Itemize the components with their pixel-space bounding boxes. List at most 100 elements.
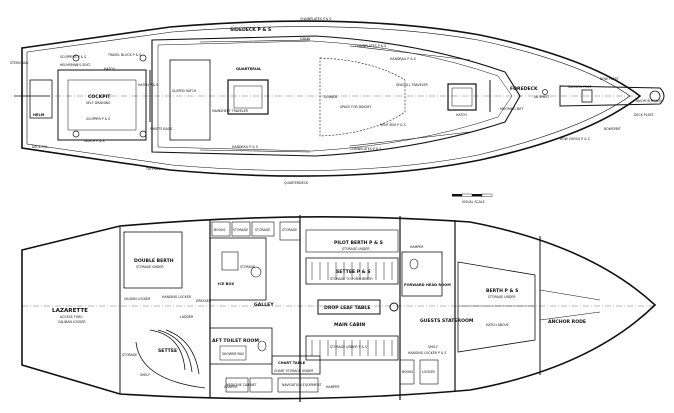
handrail-line	[199, 39, 311, 43]
label-chart-storage-under: CHART STORAGE UNDER	[274, 369, 314, 373]
label-deck-plate: DECK PLATE	[634, 113, 653, 117]
label-cabin: CABIN	[300, 37, 311, 41]
double-berth	[123, 231, 183, 289]
storage-box	[249, 377, 273, 393]
anchor-roller-icon	[649, 90, 661, 102]
label-mainsheet-traveler: MAINSHEET TRAVELER	[212, 109, 249, 113]
handrail-line	[349, 131, 471, 147]
bowsprit-outline	[559, 85, 665, 107]
sink-icon	[250, 266, 262, 278]
label-lazarette-sub2: CALIBAN LOCKER	[58, 320, 86, 324]
label-shelf: SHELF	[140, 373, 150, 377]
label-double-berth: DOUBLE BERTH	[134, 258, 174, 264]
label-bow-chock: BOW CHOCK P & S	[560, 137, 590, 141]
cockpit-inner	[67, 79, 137, 131]
label-helm: HELM	[33, 113, 45, 117]
label-helmsmans-seat: HELMSMAN'S SEAT	[60, 63, 90, 67]
handrail-line	[349, 45, 471, 61]
label-lazarette-sub: ACCESS THRU	[60, 315, 83, 319]
label-storage-under-c: STORAGE UNDER	[488, 295, 516, 299]
label-jib-sheet: JIB SHEET	[533, 95, 550, 99]
label-foredeck: FOREDECK	[510, 86, 538, 92]
label-hanging-locker: HANGING LOCKER	[162, 295, 192, 299]
label-drop-leaf-table: DROP LEAF TABLE	[324, 305, 370, 311]
winch-icon	[139, 130, 147, 138]
galley-counter	[209, 237, 267, 301]
label-dorade: DORADE	[324, 95, 338, 99]
cabin-house-outline	[151, 35, 521, 157]
pilot-berth	[305, 229, 399, 253]
sloped-hatch	[169, 59, 211, 141]
storage-box	[277, 377, 319, 393]
label-deck-fill: DECK FILL	[32, 145, 48, 149]
forward-head-room	[401, 251, 443, 297]
label-ladder: LADDER	[180, 315, 194, 319]
aft-toilet-room	[209, 327, 273, 365]
storage-box	[399, 359, 415, 385]
winch-icon	[72, 130, 80, 138]
label-storage-d: STORAGE	[122, 353, 137, 357]
deck-fill-icon	[542, 89, 548, 95]
helm-station	[29, 79, 53, 119]
label-settee: SETTEE	[158, 348, 177, 354]
label-books: BOOKS	[214, 228, 225, 232]
vberth	[457, 261, 536, 353]
label-medicine-cabinet: MEDICINE CABINET	[226, 383, 257, 387]
drop-leaf-table	[317, 299, 381, 315]
main-hatch-inner	[233, 85, 263, 109]
label-hatch-b: HATCH	[104, 67, 115, 71]
label-sidedeck: SIDEDECK P & S	[230, 27, 271, 33]
label-storage-c: STORAGE	[282, 228, 297, 232]
label-storage-to-form-berth: STORAGE TO FORM BERTH	[330, 277, 373, 281]
mast-icon	[389, 302, 399, 312]
label-lazarette: LAZARETTE	[52, 308, 88, 314]
label-chainplates-top-b: CHAINPLATES P & S	[355, 44, 386, 48]
chart-table	[271, 355, 321, 375]
label-samson-post: SAMSON POST	[568, 85, 591, 89]
label-ice-box: ICE BOX	[218, 282, 234, 286]
label-cockpit: COCKPIT	[88, 94, 111, 100]
label-chart-table: CHART TABLE	[278, 361, 306, 365]
label-bow-plate: BOW PLATE	[600, 77, 618, 81]
winch-icon	[72, 54, 80, 62]
toilet-icon	[257, 340, 267, 352]
cockpit-well	[57, 69, 147, 141]
label-mooring-bitt: MOORING BITT	[500, 107, 524, 111]
label-seagull-traveler: SEAGULL TRAVELER	[396, 83, 429, 87]
forward-toilet-icon	[409, 258, 419, 270]
label-winch-ps: WINCH P & S	[84, 139, 105, 143]
companion-ladder	[149, 329, 200, 375]
label-dresser: DRESSER	[196, 299, 212, 303]
accommodation-plan: LAZARETTE ACCESS THRU CALIBAN LOCKER OIL…	[21, 215, 657, 402]
cabin-house-inner	[157, 40, 513, 152]
label-chainplates-bottom: CHAINPLATES P & S	[350, 147, 381, 151]
forward-hatch-inner	[451, 87, 473, 107]
label-storage-e: STORAGE	[240, 265, 255, 269]
settee-port	[305, 335, 399, 361]
label-storage-under-b: STORAGE UNDER	[342, 247, 370, 251]
stove	[221, 251, 239, 271]
label-hanging-locker-b: HANGING LOCKER P & S	[408, 351, 446, 355]
quarter-settee	[135, 341, 206, 389]
label-hamper-c: HAMPER	[326, 385, 340, 389]
label-oilskin-locker: OILSKIN LOCKER	[124, 297, 151, 301]
label-guests-stateroom: GUESTS STATEROOM	[420, 318, 474, 324]
label-books-b: BOOKS	[402, 370, 413, 374]
label-forward-head-room: FORWARD HEAD ROOM	[404, 283, 451, 287]
label-scupper: SCUPPER P & S	[86, 117, 110, 121]
label-hatch-ps: HATCH P & S	[138, 83, 158, 87]
label-sloped-hatch: SLOPED HATCH	[172, 89, 197, 93]
storage-box	[211, 221, 231, 237]
label-handrail-ps-b: HANDRAIL P & S	[390, 57, 416, 61]
label-space-for-dinghy: SPACE FOR DINGHY	[340, 105, 371, 109]
visual-scale: VISUAL SCALE	[452, 193, 493, 204]
label-storage: STORAGE	[233, 228, 248, 232]
label-hatch-above: HATCH ABOVE	[486, 323, 509, 327]
label-anchor-rode: ANCHOR RODE	[548, 319, 586, 325]
storage-box	[251, 221, 275, 237]
winch-icon	[139, 54, 147, 62]
label-hamper-b: HAMPER	[224, 385, 238, 389]
settee-starboard	[305, 257, 399, 285]
label-galley: GALLEY	[254, 302, 274, 308]
